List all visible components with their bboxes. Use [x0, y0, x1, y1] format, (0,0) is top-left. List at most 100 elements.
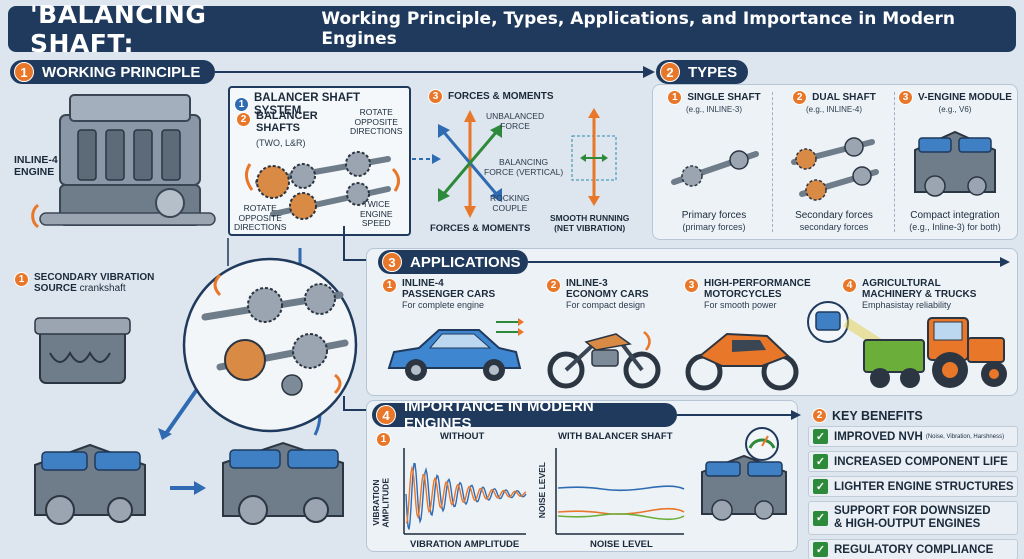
caption-line-1: Secondary forces — [795, 210, 873, 221]
balancer-shaft-closeup-illustration — [182, 257, 358, 433]
smooth-running-label: SMOOTH RUNNING (NET VIBRATION) — [550, 213, 630, 233]
type-number: 2 — [792, 90, 808, 105]
caption-line-1: Compact integration — [910, 210, 1000, 221]
force-vectors-diagram — [438, 110, 502, 218]
types-heading: 2 TYPES — [656, 60, 748, 84]
page-title: 'BALANCING SHAFT: — [30, 0, 207, 58]
application-desc: For smooth power — [704, 300, 777, 311]
shafts-label: BALANCER SHAFTS — [256, 110, 318, 135]
check-icon: ✓ — [813, 542, 828, 557]
without-chart-ylabel: VIBRATION AMPLITUDE — [371, 478, 391, 528]
benefit-text: SUPPORT FOR DOWNSIZED & HIGH-OUTPUT ENGI… — [834, 504, 991, 530]
divider — [894, 92, 895, 232]
transition-arrow-icon — [170, 481, 206, 495]
key-benefits-heading: 2 KEY BENEFITS — [812, 408, 923, 423]
type-dual-shaft: 2 DUAL SHAFT (e.g., INLINE-4) — [776, 90, 892, 114]
section-number: 1 — [14, 62, 34, 82]
caption-line-2: (primary forces) — [682, 222, 746, 232]
applications-arrow — [528, 257, 1010, 267]
benefit-item: ✓ IMPROVED NVH (Noise, Vibration, Harshn… — [808, 426, 1018, 447]
section-number: 2 — [660, 62, 680, 82]
with-chart-ylabel: NOISE LEVEL — [537, 462, 547, 519]
application-name: AGRICULTURAL MACHINERY & TRUCKS — [862, 278, 977, 301]
application-desc: Emphasistay reliability — [862, 300, 952, 311]
type-number: 1 — [667, 90, 683, 105]
benefits-title: KEY BENEFITS — [832, 408, 923, 423]
tractor-illustration — [807, 301, 1007, 388]
application-name: INLINE-3 ECONOMY CARS — [566, 278, 649, 301]
secondary-vibration-label: 1 SECONDARY VIBRATION SOURCE crankshaft — [14, 272, 154, 294]
check-icon: ✓ — [813, 479, 828, 494]
vibration-title: SECONDARY VIBRATION — [34, 272, 155, 283]
inline-4-engine-illustration — [31, 94, 216, 229]
section-title: IMPORTANCE IN MODERN ENGINES — [404, 398, 594, 432]
balancing-force-label: BALANCING FORCE (VERTICAL) — [484, 157, 564, 177]
benefit-item: ✓ SUPPORT FOR DOWNSIZED & HIGH-OUTPUT EN… — [808, 501, 1018, 535]
application-desc: For compact design — [566, 300, 646, 311]
application-number: 2 — [546, 278, 561, 293]
section-number: 3 — [382, 252, 402, 272]
section-title: WORKING PRINCIPLE — [42, 63, 201, 81]
type-single-shaft: 1 SINGLE SHAFT (e.g., INLINE-3) — [658, 90, 770, 114]
step-number: 3 — [428, 89, 443, 104]
rotate-opposite-label-top: ROTATE OPPOSITE DIRECTIONS — [350, 107, 403, 137]
benefit-item: ✓ INCREASED COMPONENT LIFE — [808, 451, 1018, 472]
caption-line-2: (e.g., Inline-3) for both) — [909, 222, 1001, 232]
v-engine-illustration-1 — [34, 317, 131, 384]
check-icon: ✓ — [813, 454, 828, 469]
type-v-engine-caption: Compact integration (e.g., Inline-3) for… — [896, 210, 1014, 232]
application-name: INLINE-4 PASSENGER CARS — [402, 278, 496, 301]
car-illustration — [387, 329, 522, 381]
applications-heading: 3 APPLICATIONS — [378, 250, 528, 274]
section-title: TYPES — [688, 63, 738, 81]
balancer-shaft-system-panel: 1 BALANCER SHAFT SYSTEM 2 BALANCER SHAFT… — [228, 86, 411, 236]
shafts-sub-label: (TWO, L&R) — [256, 138, 306, 148]
application-motorcycles: 3 HIGH-PERFORMANCE MOTORCYCLES For smoot… — [684, 278, 811, 311]
inline-4-engine-label: INLINE-4 ENGINE — [14, 154, 58, 178]
v-engine-illustration-2 — [34, 443, 146, 525]
balancer-shafts-illustration — [245, 151, 400, 220]
type-name: V-ENGINE MODULE — [918, 91, 1012, 103]
vibration-source-detail: crankshaft — [79, 283, 126, 295]
vibration-source: SOURCE — [34, 283, 77, 295]
unbalanced-force-label: UNBALANCED FORCE — [486, 111, 545, 131]
benefit-item: ✓ LIGHTER ENGINE STRUCTURES — [808, 476, 1018, 497]
rotate-opposite-label-bottom: ROTATE OPPOSITE DIRECTIONS — [234, 203, 287, 233]
benefit-text: REGULATORY COMPLIANCE — [834, 543, 994, 556]
system-to-forces-arrow — [412, 154, 441, 164]
twice-engine-speed-label: TWICE ENGINE SPEED — [360, 199, 393, 229]
motorcycle-illustration-1 — [547, 331, 661, 389]
type-number: 3 — [898, 90, 914, 105]
benefits-list: ✓ IMPROVED NVH (Noise, Vibration, Harshn… — [808, 426, 1018, 559]
v-engine-module-illustration — [914, 130, 996, 197]
rocking-couple-label: ROCKING COUPLE — [490, 193, 530, 213]
caption-line-2: secondary forces — [799, 222, 869, 232]
check-icon: ✓ — [813, 510, 828, 526]
benefit-text: LIGHTER ENGINE STRUCTURES — [834, 480, 1014, 493]
flow-arrow-to-types — [215, 66, 655, 78]
title-bar: 'BALANCING SHAFT: Working Principle, Typ… — [8, 0, 1016, 58]
forces-footer-label: FORCES & MOMENTS — [430, 223, 531, 234]
system-heading: BALANCER SHAFT SYSTEM — [254, 92, 361, 117]
connector-line — [227, 238, 229, 266]
engine-illustration-importance — [701, 454, 787, 521]
type-single-shaft-caption: Primary forces (primary forces) — [658, 210, 770, 232]
with-chart-title: WITH BALANCER SHAFT — [558, 431, 673, 442]
type-name: SINGLE SHAFT — [687, 91, 761, 103]
single-shaft-illustration — [671, 150, 759, 187]
section-number: 4 — [376, 405, 396, 425]
type-dual-shaft-caption: Secondary forces secondary forces — [776, 210, 892, 232]
application-passenger-cars: 1 INLINE-4 PASSENGER CARS For complete e… — [382, 278, 495, 311]
benefit-text: INCREASED COMPONENT LIFE — [834, 455, 1008, 468]
without-chart-xlabel: VIBRATION AMPLITUDE — [410, 539, 520, 550]
type-example: (e.g., INLINE-3) — [685, 105, 742, 114]
benefit-text: IMPROVED NVH — [834, 430, 923, 443]
benefit-note: (Noise, Vibration, Harshness) — [925, 433, 1005, 440]
benefits-number: 2 — [812, 408, 827, 423]
chart-number: 1 — [376, 432, 391, 447]
working-principle-heading: 1 WORKING PRINCIPLE — [10, 60, 215, 84]
gauge-icon — [745, 427, 779, 461]
application-number: 4 — [842, 278, 857, 293]
without-chart-title: WITHOUT — [440, 431, 485, 442]
application-economy-cars: 2 INLINE-3 ECONOMY CARS For compact desi… — [546, 278, 649, 311]
